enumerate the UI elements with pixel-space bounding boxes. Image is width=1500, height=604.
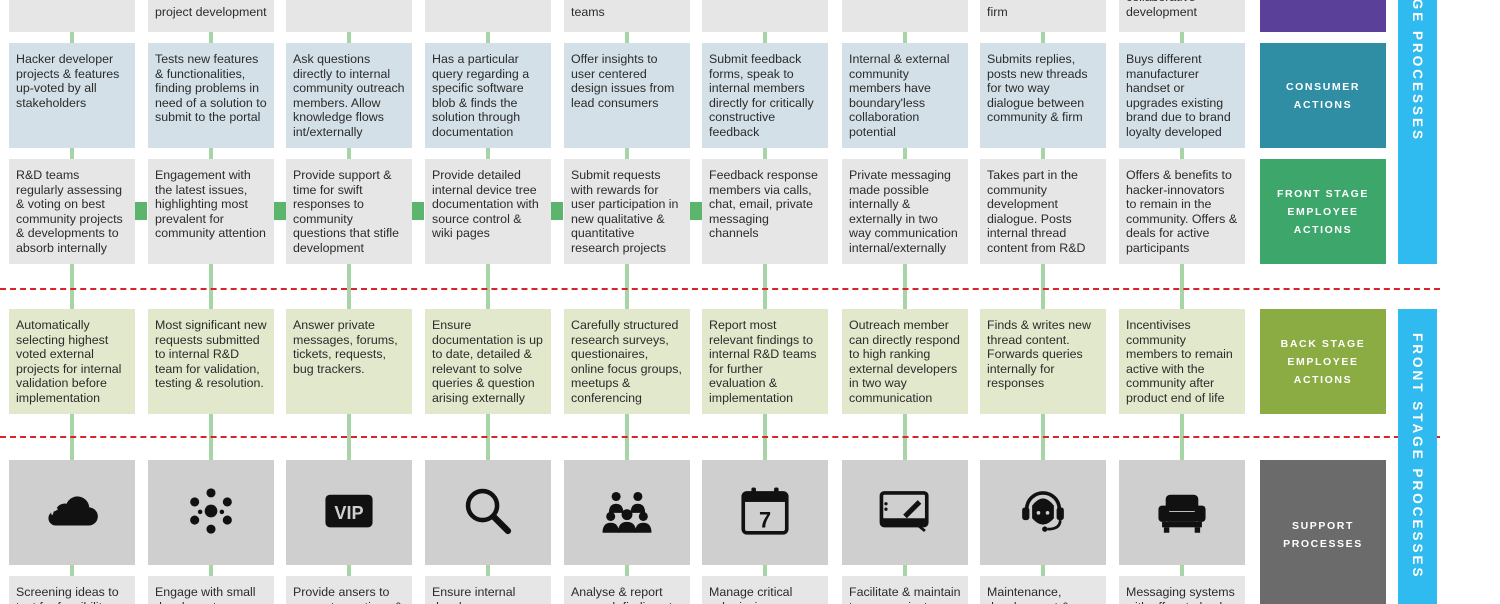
horizontal-connector [551,202,563,220]
network-dots-icon [182,482,240,544]
support-icon-cell: VIP [286,460,412,565]
armchair-icon [1153,482,1211,544]
tablet-pen-icon [876,482,934,544]
top-row-cell [286,0,412,32]
top-row-cell: project development [148,0,274,32]
support-icon-cell [980,460,1106,565]
top-row-cell [702,0,828,32]
support-process-cell: Provide ansers to support questions & [286,576,412,604]
support-icon-cell [564,460,690,565]
upper-side-band [1398,0,1437,264]
top-row-cell: collaborative development [1119,0,1245,32]
column-connector [1041,0,1045,580]
support-icon-cell: 7 [702,460,828,565]
front-stage-action-cell: Private messaging made possible internal… [842,159,968,264]
consumer-action-cell: Hacker developer projects & features up-… [9,43,135,148]
column-connector [763,0,767,580]
back-stage-action-cell: Carefully structured research surveys, q… [564,309,690,414]
support-icon-cell [1119,460,1245,565]
calendar-icon: 7 [736,482,794,544]
back-stage-action-cell: Outreach member can directly respond to … [842,309,968,414]
support-process-cell: Messaging systems with offers to hacker [1119,576,1245,604]
front-stage-action-cell: Takes part in the community development … [980,159,1106,264]
back-stage-action-cell: Finds & writes new thread content. Forwa… [980,309,1106,414]
lower-side-band-label: FRONT STAGE PROCESSES [1398,309,1437,604]
back-stage-action-cell: Most significant new requests submitted … [148,309,274,414]
support-process-cell: Facilitate & maintain two way private [842,576,968,604]
front-stage-action-cell: Offers & benefits to hacker-innovators t… [1119,159,1245,264]
front-stage-action-cell: Provide support & time for swift respons… [286,159,412,264]
lower-side-band [1398,309,1437,604]
top-row-cell: teams [564,0,690,32]
top-row-text: project development [155,4,267,19]
support-icon-cell [9,460,135,565]
column-connector [1180,0,1184,580]
column-connector [486,0,490,580]
top-row-cell [425,0,551,32]
line-of-internal-interaction [0,436,1440,438]
consumer-action-cell: Has a particular query regarding a speci… [425,43,551,148]
front-stage-action-cell: Provide detailed internal device tree do… [425,159,551,264]
consumer-action-cell: Offer insights to user centered design i… [564,43,690,148]
front-stage-action-cell: Engagement with the latest issues, highl… [148,159,274,264]
horizontal-connector [412,202,424,220]
back-stage-action-cell: Incentivises community members to remain… [1119,309,1245,414]
top-row-cell [842,0,968,32]
horizontal-connector [690,202,702,220]
back-stage-employee-actions-label: BACK STAGE EMPLOYEE ACTIONS [1260,309,1386,414]
horizontal-connector [135,202,147,220]
front-stage-action-cell: Submit requests with rewards for user pa… [564,159,690,264]
back-stage-action-cell: Report most relevant findings to interna… [702,309,828,414]
top-row-text: teams [571,4,605,19]
support-process-cell: Screening ideas to test for feasibility [9,576,135,604]
top-row-text: collaborative development [1126,0,1197,19]
consumer-action-cell: Ask questions directly to internal commu… [286,43,412,148]
support-processes-label: SUPPORT PROCESSES [1260,460,1386,604]
lower-side-band-text: FRONT STAGE PROCESSES [1410,333,1425,580]
vip-icon: VIP [320,482,378,544]
back-stage-action-cell: Automatically selecting highest voted ex… [9,309,135,414]
support-process-cell: Manage critical submissions [702,576,828,604]
magnifier-icon [459,482,517,544]
column-connector [70,0,74,580]
cloud-icon [43,482,101,544]
front-stage-action-cell: R&D teams regularly assessing & voting o… [9,159,135,264]
line-of-visibility [0,288,1440,290]
top-row-label [1260,0,1386,32]
group-icon [598,482,656,544]
support-icon-cell [842,460,968,565]
consumer-action-cell: Tests new features & functionalities, fi… [148,43,274,148]
upper-side-band-label: AGE PROCESSES [1398,0,1437,142]
consumer-action-cell: Internal & external community members ha… [842,43,968,148]
support-process-cell: Maintenance, development & [980,576,1106,604]
top-row-cell: firm [980,0,1106,32]
support-icon-cell [425,460,551,565]
top-row-text: firm [987,4,1008,19]
support-icon-cell [148,460,274,565]
consumer-action-cell: Submit feedback forms, speak to internal… [702,43,828,148]
support-process-cell: Analyse & report research findings to [564,576,690,604]
consumer-action-cell: Submits replies, posts new threads for t… [980,43,1106,148]
horizontal-connector [274,202,286,220]
front-stage-employee-actions-label: FRONT STAGE EMPLOYEE ACTIONS [1260,159,1386,264]
svg-text:VIP: VIP [334,503,363,523]
calendar-number: 7 [759,507,771,532]
column-connector [903,0,907,580]
back-stage-action-cell: Answer private messages, forums, tickets… [286,309,412,414]
consumer-action-cell: Buys different manufacturer handset or u… [1119,43,1245,148]
headset-icon [1014,482,1072,544]
back-stage-action-cell: Ensure documentation is up to date, deta… [425,309,551,414]
support-process-cell: Ensure internal developers [425,576,551,604]
upper-side-band-text: AGE PROCESSES [1410,0,1425,143]
support-process-cell: Engage with small developer teams [148,576,274,604]
column-connector [209,0,213,580]
column-connector [347,0,351,580]
front-stage-action-cell: Feedback response members via calls, cha… [702,159,828,264]
column-connector [625,0,629,580]
top-row-cell [9,0,135,32]
consumer-actions-label: CONSUMER ACTIONS [1260,43,1386,148]
